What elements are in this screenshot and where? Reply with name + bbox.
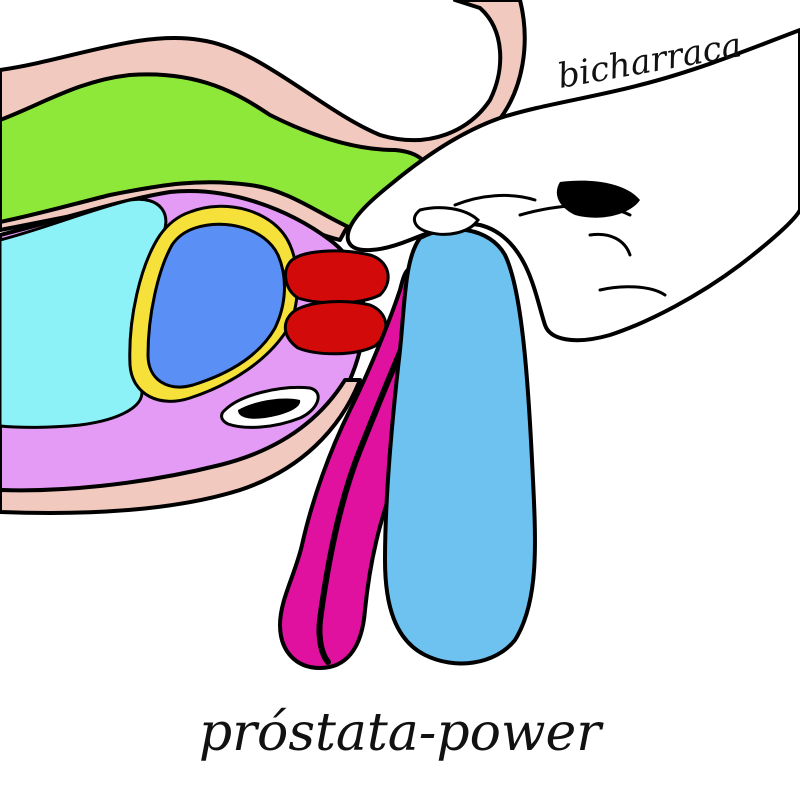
testicle: [383, 227, 537, 666]
urethra: [316, 302, 423, 665]
fingertip: [412, 206, 480, 236]
caption-text: próstata-power: [199, 703, 604, 763]
finger-shadow: [556, 180, 640, 218]
bladder: [146, 222, 286, 389]
perineum-skin: [0, 378, 362, 515]
prostate-lower-lobe: [283, 300, 388, 356]
prostate-upper-lobe: [284, 249, 390, 305]
seminal-vesicle-core: [238, 398, 301, 419]
